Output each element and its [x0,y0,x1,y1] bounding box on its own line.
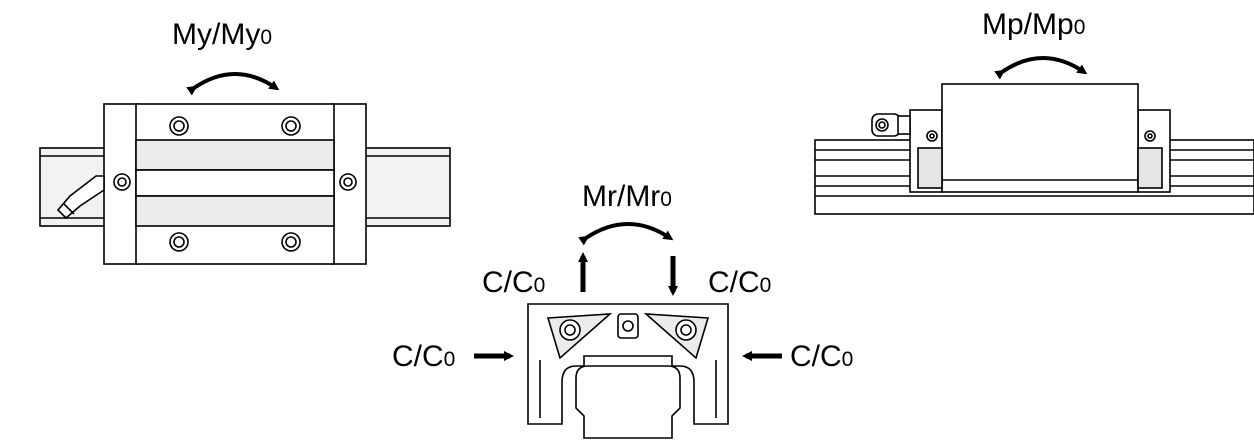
front-ball-recirculation [546,313,710,360]
front-view-block [527,303,729,439]
carriage-body [135,103,335,265]
side-carriage [909,83,1171,193]
grease-nipple-side-view [871,113,911,137]
load-up-label: C/C0 [482,266,545,299]
roll-moment-arrow [578,222,674,246]
pitch-moment-label: Mp/Mp0 [982,8,1085,41]
yaw-moment-arrow [186,72,280,96]
yaw-moment-label: My/My0 [172,18,272,51]
load-lateral-right-label: C/C0 [790,340,853,373]
front-rail [575,365,681,439]
load-down-label: C/C0 [708,266,771,299]
pitch-moment-arrow [994,56,1088,80]
bolt-holes [169,116,301,252]
top-view-block [39,103,451,265]
roll-moment-label: Mr/Mr0 [582,180,672,213]
load-lateral-left-label: C/C0 [392,340,455,373]
grease-nipple-top-view [56,173,357,220]
side-view-block [814,83,1254,215]
